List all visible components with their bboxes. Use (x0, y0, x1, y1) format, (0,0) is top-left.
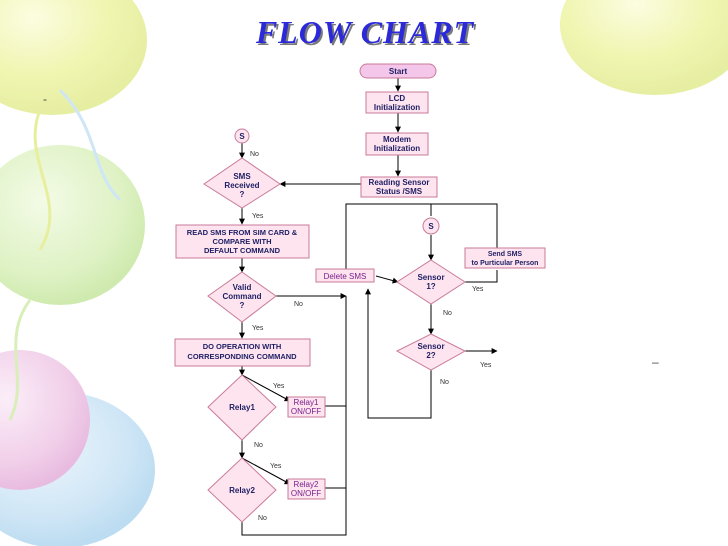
balloon-string (33, 109, 52, 251)
balloon-pink-left (0, 350, 90, 490)
relay2-onoff-label: Relay2 (294, 480, 319, 489)
do-operation-box (174, 338, 311, 367)
modem-init-box (365, 132, 429, 156)
relay1-label: Relay1 (229, 403, 255, 412)
send-sms-label: to Purticular Person (472, 260, 539, 267)
reading-sensor-label: Reading Sensor (369, 178, 430, 187)
stray-mark: - (43, 92, 47, 106)
edge-label-no: No (250, 151, 259, 158)
valid-command-decision (207, 271, 277, 323)
connector-s-right (422, 217, 440, 235)
edge-label-yes: Yes (480, 362, 492, 369)
edge-delete-sensor1 (375, 275, 399, 284)
read-sms-label: DEFAULT COMMAND (204, 246, 281, 255)
stray-mark: – (652, 355, 659, 369)
sms-received-label: Received (224, 181, 259, 190)
relay1-onoff-label: Relay1 (294, 398, 319, 407)
read-sms-label: READ SMS FROM SIM CARD & (187, 228, 298, 237)
delete-sms-label: Delete SMS (324, 272, 367, 281)
do-operation-label: CORRESPONDING COMMAND (187, 352, 297, 361)
relay1-decision (207, 374, 277, 441)
do-operation-label: DO OPERATION WITH (203, 342, 282, 351)
lcd-init-box (365, 91, 429, 114)
sensor2-decision (395, 333, 467, 371)
balloon-string (58, 88, 122, 202)
relay1-onoff-box (287, 396, 326, 418)
relay2-label: Relay2 (229, 486, 255, 495)
edge-relay2-yes (241, 457, 291, 485)
edge-label-yes: Yes (270, 463, 282, 470)
edge-relay1-yes (241, 374, 291, 402)
sensor1-label: Sensor (417, 273, 444, 282)
sms-received-label: ? (240, 190, 245, 199)
page-title: FLOW CHART (255, 14, 475, 50)
valid-command-label: Command (222, 292, 261, 301)
edge-sensor1-yes (465, 270, 498, 283)
read-sms-box (175, 224, 310, 259)
sensor1-label: 1? (426, 282, 435, 291)
read-sms-label: COMPARE WITH (212, 237, 271, 246)
edge-label-yes: Yes (472, 286, 484, 293)
edge-sensor2-no (365, 288, 432, 419)
connector-s-right-label: S (428, 222, 434, 231)
edge-label-yes: Yes (252, 213, 264, 220)
edge-label-no: No (440, 379, 449, 386)
balloon-yellow-top (0, 0, 147, 115)
sensor1-decision (396, 259, 466, 305)
lcd-init-label: LCD (389, 94, 406, 103)
edge-label-no: No (258, 515, 267, 522)
relay2-onoff-box (287, 478, 326, 500)
start-label: Start (389, 67, 408, 76)
edge-label-no: No (443, 310, 452, 317)
start-node (359, 63, 437, 79)
edge-label-no: No (254, 442, 263, 449)
send-sms-box (464, 247, 546, 269)
valid-command-label: ? (240, 301, 245, 310)
sms-received-decision (203, 157, 281, 209)
edge-sendsms-loop (345, 203, 498, 280)
reading-sensor-label: Status /SMS (376, 187, 423, 196)
edge-label-yes: Yes (252, 325, 264, 332)
edge-label-yes: Yes (273, 383, 285, 390)
connector-s-left (234, 128, 250, 144)
balloon-yellow-right (560, 0, 728, 95)
modem-init-label: Modem (383, 135, 411, 144)
edge-relay2-no (241, 296, 347, 536)
relay2-onoff-label: ON/OFF (291, 489, 321, 498)
reading-sensor-box (360, 176, 438, 198)
lcd-init-label: Initialization (374, 103, 420, 112)
sms-received-label: SMS (233, 172, 251, 181)
relay2-decision (207, 457, 277, 523)
sensor2-label: Sensor (417, 342, 444, 351)
send-sms-label: Send SMS (488, 251, 523, 258)
balloon-string (8, 299, 32, 421)
edge-label-no: No (294, 301, 303, 308)
connector-s-left-label: S (239, 132, 245, 141)
delete-sms-box (315, 268, 375, 283)
relay1-onoff-label: ON/OFF (291, 407, 321, 416)
valid-command-label: Valid (233, 283, 252, 292)
sensor2-label: 2? (426, 351, 435, 360)
modem-init-label: Initialization (374, 144, 420, 153)
